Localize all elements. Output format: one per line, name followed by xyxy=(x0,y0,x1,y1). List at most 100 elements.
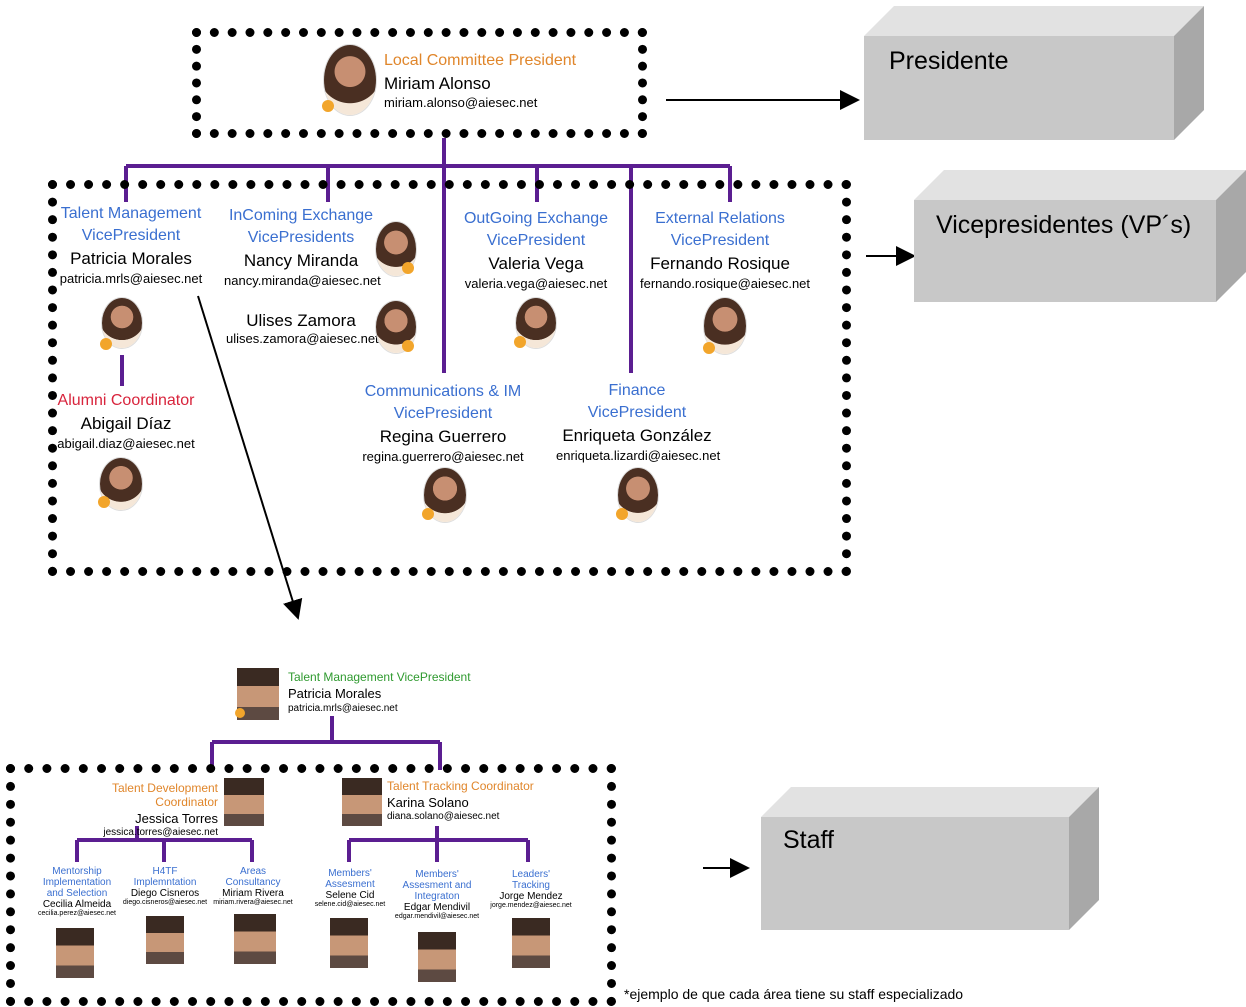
staff-box xyxy=(761,787,1099,930)
vp-communications: Communications & IM VicePresident Regina… xyxy=(362,383,524,464)
staff-member: Members' Assesment Selene Cid selene.cid… xyxy=(312,868,388,908)
staff-frame xyxy=(6,764,616,1006)
vp-outgoing-exchange: OutGoing Exchange VicePresident Valeria … xyxy=(460,210,612,291)
talent-tracking-coordinator: Talent Tracking Coordinator Karina Solan… xyxy=(387,779,557,822)
staff-name: Selene Cid xyxy=(325,890,375,901)
vp-role-line1: External Relations xyxy=(655,210,785,227)
staff-role-2: Assesment xyxy=(325,879,375,890)
presidente-box xyxy=(864,6,1204,140)
vp-role-line1: Communications & IM xyxy=(364,383,522,400)
staff-member: H4TF Implemntation Diego Cisneros diego.… xyxy=(120,866,210,906)
staff-email: miriam.rivera@aiesec.net xyxy=(213,899,293,906)
vp-name: Regina Guerrero xyxy=(379,427,507,446)
staff-role-2: Assesment and xyxy=(402,880,472,891)
aiesec-paw-icon xyxy=(422,508,434,520)
alumni-email: abigail.diaz@aiesec.net xyxy=(57,436,195,451)
vp-email: patricia.mrls@aiesec.net xyxy=(59,271,203,286)
coord-email: jessica.torres@aiesec.net xyxy=(103,827,218,838)
vicepresidentes-box xyxy=(914,170,1246,302)
staff-member: Members' Assesment and Integraton Edgar … xyxy=(392,869,482,920)
staff-name: Jorge Mendez xyxy=(499,891,563,902)
vp-name: Nancy Miranda xyxy=(243,251,359,270)
staff-role-2: Tracking xyxy=(512,880,550,891)
vp-name-2: Ulises Zamora xyxy=(246,311,356,330)
aiesec-paw-icon xyxy=(703,342,715,354)
staff-name: Miriam Rivera xyxy=(222,888,284,899)
aiesec-paw-icon xyxy=(514,336,526,348)
vp-role-line2: VicePresident xyxy=(670,232,770,249)
footnote: *ejemplo de que cada área tiene su staff… xyxy=(624,986,964,1002)
vp-finance: Finance VicePresident Enriqueta González… xyxy=(556,382,721,463)
president-role: Local Committee President xyxy=(384,52,577,69)
vp-talent-management: Talent Management VicePresident Patricia… xyxy=(54,205,208,286)
jorge-photo xyxy=(512,918,550,968)
aiesec-paw-icon xyxy=(235,708,245,718)
vicepresidentes-label: Vicepresidentes (VP´s) xyxy=(936,211,1192,239)
staff-email: jorge.mendez@aiesec.net xyxy=(490,902,572,909)
aiesec-paw-icon xyxy=(322,100,334,112)
vp-role-line2: VicePresident xyxy=(393,405,493,422)
karina-photo xyxy=(342,778,382,826)
vp-role-line2: VicePresidents xyxy=(247,229,355,246)
staff-role-1: H4TF xyxy=(152,866,178,877)
tm-vp-email: patricia.mrls@aiesec.net xyxy=(288,703,398,714)
alumni-name: Abigail Díaz xyxy=(80,414,172,433)
staff-name: Cecilia Almeida xyxy=(42,899,112,910)
staff-role-2: Implemntation xyxy=(133,877,197,888)
vp-role-line1: Finance xyxy=(608,382,666,399)
staff-role-2: Consultancy xyxy=(225,877,281,888)
staff-role-1: Members' xyxy=(328,868,372,879)
coord-name: Karina Solano xyxy=(387,795,469,810)
staff-role-1: Members' xyxy=(415,869,459,880)
edgar-photo xyxy=(418,932,456,982)
vp-role-line1: Talent Management xyxy=(60,205,202,222)
diego-photo xyxy=(146,916,184,964)
vp-name: Valeria Vega xyxy=(488,254,584,273)
vp-role-line2: VicePresident xyxy=(81,227,181,244)
staff-role-1: Mentorship xyxy=(52,866,102,877)
jessica-photo xyxy=(224,778,264,826)
miriam-rivera-photo xyxy=(234,914,276,964)
presidente-label: Presidente xyxy=(889,47,1009,75)
selene-photo xyxy=(330,918,368,968)
staff-email: cecilia.perez@aiesec.net xyxy=(38,910,116,917)
president-email: miriam.alonso@aiesec.net xyxy=(384,95,538,110)
vp-role-line1: InComing Exchange xyxy=(228,207,374,224)
vp-incoming-exchange: InComing Exchange VicePresidents Nancy M… xyxy=(224,207,381,288)
staff-role-3: Integraton xyxy=(414,891,460,902)
tm-vp-role: Talent Management VicePresident xyxy=(288,670,471,684)
vp-role-line2: VicePresident xyxy=(486,232,586,249)
vp-email: enriqueta.lizardi@aiesec.net xyxy=(556,448,721,463)
coord-role: Talent Tracking Coordinator xyxy=(387,779,534,793)
cecilia-photo xyxy=(56,928,94,978)
coord-name: Jessica Torres xyxy=(135,811,218,826)
staff-member: Mentorship Implementation and Selection … xyxy=(32,866,122,917)
coord-role: Talent Development Coordinator xyxy=(111,781,218,809)
aiesec-paw-icon xyxy=(402,340,414,352)
staff-name: Edgar Mendivil xyxy=(403,902,471,913)
staff-label: Staff xyxy=(783,826,834,854)
vp-email: regina.guerrero@aiesec.net xyxy=(362,449,524,464)
vp-email: valeria.vega@aiesec.net xyxy=(464,276,608,291)
staff-role-1: Leaders' xyxy=(511,869,551,880)
aiesec-paw-icon xyxy=(100,338,112,350)
coord-email: diana.solano@aiesec.net xyxy=(387,811,500,822)
staff-member: Areas Consultancy Miriam Rivera miriam.r… xyxy=(206,866,300,906)
staff-email: selene.cid@aiesec.net xyxy=(314,901,386,908)
aiesec-paw-icon xyxy=(402,262,414,274)
vp-email-2: ulises.zamora@aiesec.net xyxy=(226,331,379,346)
talent-development-coordinator: Talent Development Coordinator Jessica T… xyxy=(46,781,218,838)
staff-role-1: Areas xyxy=(239,866,267,877)
vp-name: Enriqueta González xyxy=(562,426,712,445)
staff-role-3: and Selection xyxy=(46,888,108,899)
staff-name: Diego Cisneros xyxy=(130,888,200,899)
president-name: Miriam Alonso xyxy=(384,74,491,93)
vp-role-line1: OutGoing Exchange xyxy=(463,210,609,227)
aiesec-paw-icon xyxy=(98,496,110,508)
tm-vp-name: Patricia Morales xyxy=(288,686,382,701)
alumni-coordinator: Alumni Coordinator Abigail Díaz abigail.… xyxy=(54,392,198,451)
vp-name: Fernando Rosique xyxy=(650,254,790,273)
president-frame xyxy=(192,28,647,138)
staff-email: edgar.mendivil@aiesec.net xyxy=(394,913,480,920)
